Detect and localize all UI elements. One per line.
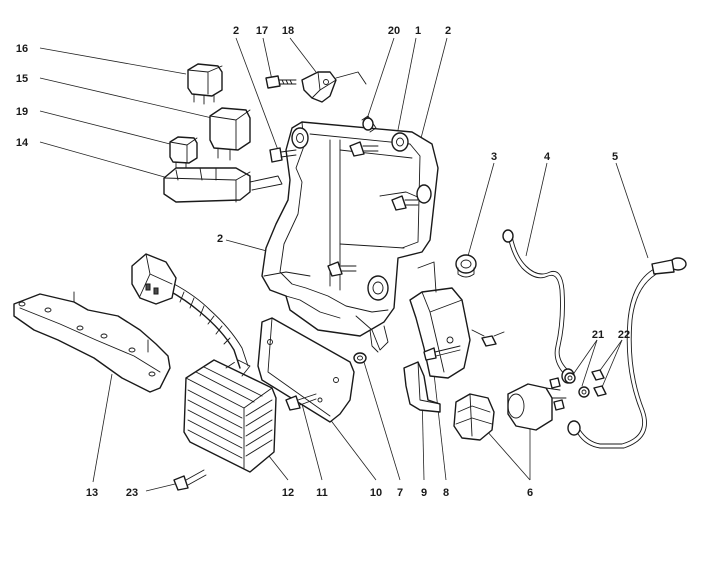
callout-6: 6 — [527, 487, 533, 499]
screw-2-right — [391, 195, 419, 211]
callout-1: 1 — [415, 25, 421, 37]
cable-5 — [567, 257, 687, 449]
relay-holder-14 — [163, 167, 283, 203]
support-frame-1 — [261, 115, 439, 353]
callout-4: 4 — [544, 151, 551, 163]
relay-19 — [169, 136, 198, 170]
relay-16 — [187, 63, 223, 105]
regulator-12 — [183, 359, 277, 473]
callout-23: 23 — [126, 487, 138, 499]
callout-17: 17 — [256, 25, 268, 37]
callout-22: 22 — [618, 329, 630, 341]
regulator-wiring — [131, 253, 249, 369]
callout-21: 21 — [592, 329, 604, 341]
bracket-9 — [403, 361, 441, 413]
callout-11: 11 — [316, 487, 328, 499]
callout-2-middle: 2 — [217, 233, 223, 245]
solenoid-6 — [507, 377, 567, 431]
callout-12: 12 — [282, 487, 294, 499]
callout-18: 18 — [282, 25, 294, 37]
bracket-clip-18 — [301, 71, 367, 103]
callout-16: 16 — [16, 43, 28, 55]
base-plate-13 — [13, 291, 171, 393]
grommet-20 — [362, 117, 374, 131]
screw-2-left — [269, 147, 297, 163]
callout-8: 8 — [443, 487, 449, 499]
nuts-22 — [591, 369, 607, 397]
callout-10: 10 — [370, 487, 382, 499]
nut-7 — [353, 352, 367, 364]
callout-15: 15 — [16, 73, 28, 85]
callout-20: 20 — [388, 25, 400, 37]
callout-9: 9 — [421, 487, 427, 499]
rubber-cover-6 — [453, 393, 495, 441]
callout-2-top-right: 2 — [445, 25, 451, 37]
relay-15 — [209, 107, 251, 161]
nut-right — [471, 329, 505, 347]
callout-5: 5 — [612, 151, 618, 163]
washers-21 — [564, 372, 590, 398]
bushing-3 — [455, 254, 477, 278]
screw-2-upper — [349, 141, 379, 157]
bracket-8 — [409, 261, 471, 379]
screw-17 — [265, 75, 297, 89]
screw-23 — [173, 469, 207, 491]
screw-11 — [285, 393, 317, 411]
callout-13: 13 — [86, 487, 98, 499]
cable-4 — [502, 229, 575, 384]
callout-19: 19 — [16, 106, 28, 118]
screw-2-lower — [327, 261, 357, 277]
callout-3: 3 — [491, 151, 497, 163]
callout-labels: 16 15 19 14 2 17 18 20 1 2 3 4 5 2 21 22… — [16, 25, 630, 499]
callout-2-top-left: 2 — [233, 25, 239, 37]
callout-14: 14 — [16, 137, 29, 149]
screw-8 — [423, 345, 461, 361]
callout-7: 7 — [397, 487, 403, 499]
